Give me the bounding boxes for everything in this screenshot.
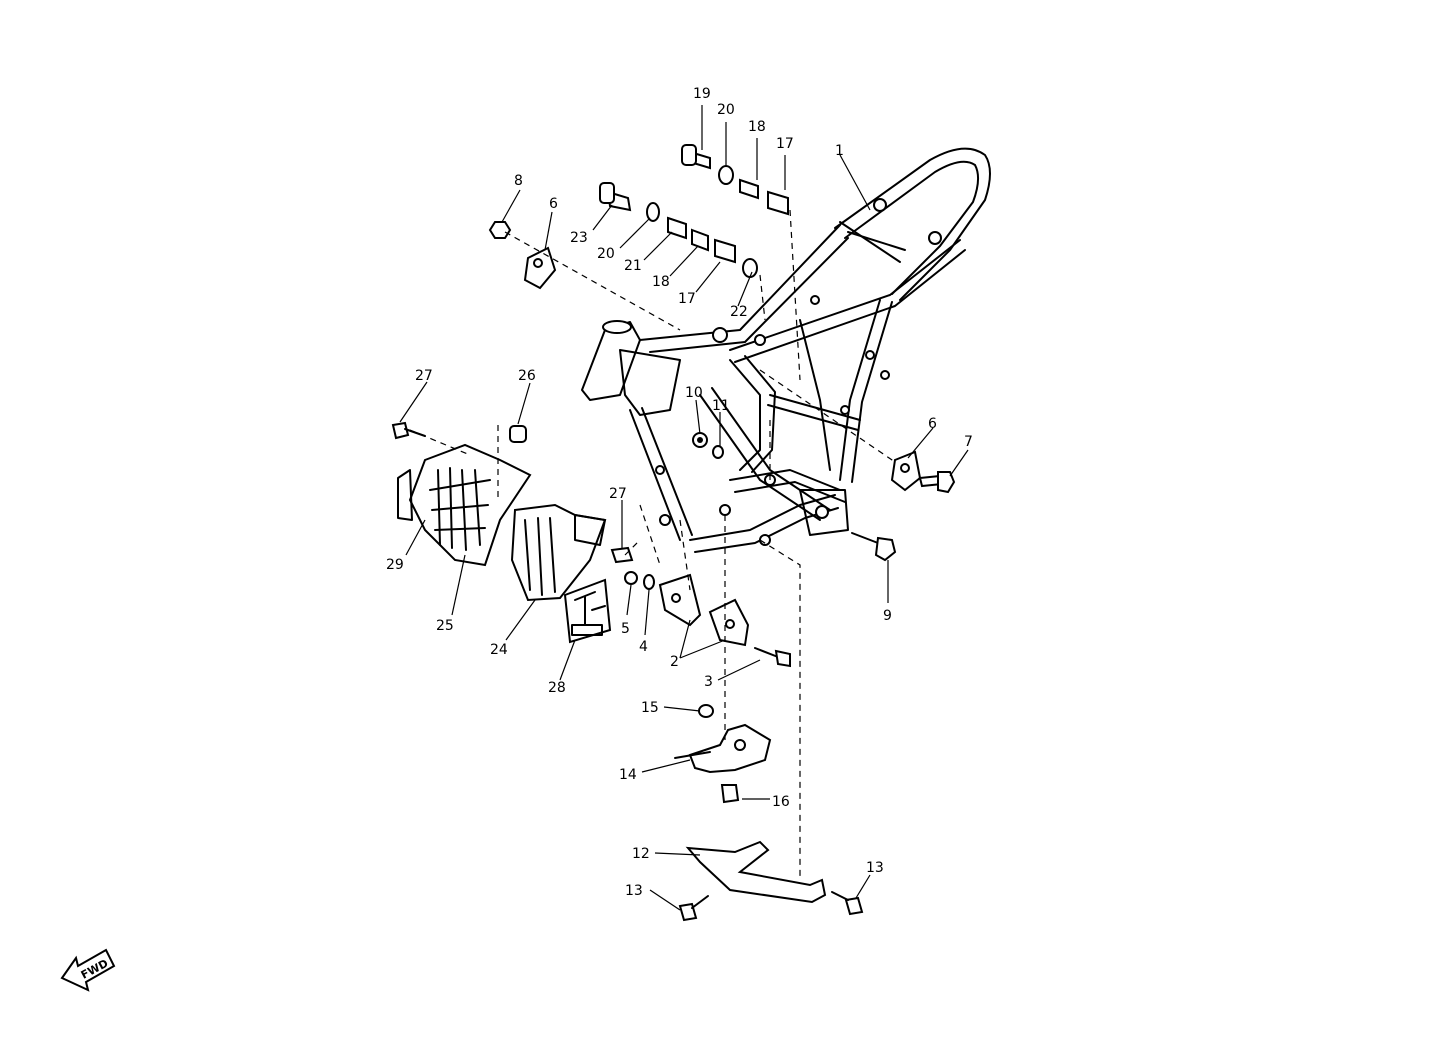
bolt-27-upper <box>391 421 410 440</box>
callout-9: 9 <box>883 608 892 624</box>
fwd-arrow-icon: FWD <box>60 948 116 992</box>
washer-5 <box>624 571 638 585</box>
callout-16: 16 <box>772 794 790 810</box>
callout-23: 23 <box>570 230 588 246</box>
callout-22: 22 <box>730 304 748 320</box>
bolt-13-right <box>844 896 864 916</box>
callout-17-upper: 17 <box>776 136 794 152</box>
callout-27-upper: 27 <box>415 368 433 384</box>
callout-2: 2 <box>670 654 679 670</box>
stand-bracket-14 <box>688 723 772 774</box>
callout-26: 26 <box>518 368 536 384</box>
callout-14: 14 <box>619 767 637 783</box>
callout-4: 4 <box>639 639 648 655</box>
main-frame <box>581 147 991 553</box>
callout-18-lower: 18 <box>652 274 670 290</box>
callout-12: 12 <box>632 846 650 862</box>
callout-24: 24 <box>490 642 508 658</box>
callout-3: 3 <box>704 674 713 690</box>
callout-20-lower: 20 <box>597 246 615 262</box>
mount-hardware-row-upper <box>681 144 789 216</box>
bolt-3 <box>754 647 779 658</box>
collar-11 <box>712 445 724 459</box>
leader-lines <box>399 105 969 911</box>
callout-13-right: 13 <box>866 860 884 876</box>
callout-21: 21 <box>624 258 642 274</box>
decal-28 <box>563 578 612 644</box>
callout-19: 19 <box>693 86 711 102</box>
callout-20-upper: 20 <box>717 102 735 118</box>
engine-mount-plate-upper <box>523 246 557 290</box>
callout-13-left: 13 <box>625 883 643 899</box>
callout-6-right: 6 <box>928 416 937 432</box>
callout-7: 7 <box>964 434 973 450</box>
callout-labels: 1 19 20 18 17 8 6 23 20 21 18 17 22 10 1… <box>386 86 973 899</box>
side-cover-25 <box>397 443 532 567</box>
callout-25: 25 <box>436 618 454 634</box>
side-cover-24 <box>510 503 607 602</box>
cap-15 <box>698 704 714 718</box>
callout-11: 11 <box>712 398 730 414</box>
callout-6-upper: 6 <box>549 196 558 212</box>
bolt-9 <box>851 532 879 544</box>
callout-17-lower: 17 <box>678 291 696 307</box>
collar-26 <box>509 425 527 443</box>
callout-10: 10 <box>685 385 703 401</box>
callout-5: 5 <box>621 621 630 637</box>
callout-8: 8 <box>514 173 523 189</box>
bolt-16 <box>720 784 740 804</box>
washer-4 <box>643 574 655 590</box>
callout-28: 28 <box>548 680 566 696</box>
bolt-27-lower <box>610 546 634 564</box>
callout-27-lower: 27 <box>609 486 627 502</box>
alignment-lines <box>409 209 896 880</box>
callout-15: 15 <box>641 700 659 716</box>
callout-1: 1 <box>835 143 844 159</box>
mount-hardware-row-lower <box>599 182 758 278</box>
bracket-12 <box>685 840 827 904</box>
callout-29: 29 <box>386 557 404 573</box>
nut-8 <box>488 221 512 239</box>
callout-18-upper: 18 <box>748 119 766 135</box>
